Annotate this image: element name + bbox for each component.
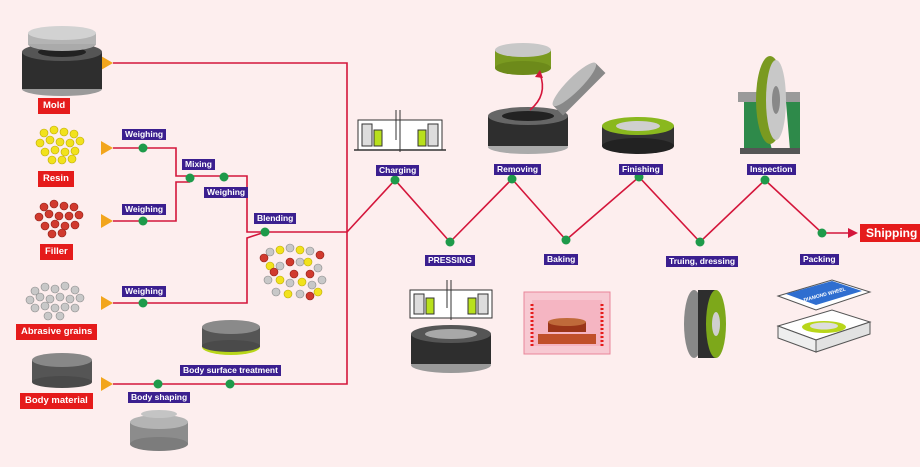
inspection-image (738, 56, 800, 154)
input-label-mold: Mold (38, 98, 71, 114)
step-label-finishing: Finishing (619, 164, 663, 175)
resin-image (35, 125, 85, 165)
input-label-filler: Filler (40, 244, 73, 260)
node-packing (817, 228, 827, 238)
node-mixing (185, 173, 195, 183)
node-weighing-resin (138, 143, 148, 153)
abrasive-line (113, 231, 266, 304)
resin-arrow (101, 141, 113, 155)
node-weighing-abrasive (138, 298, 148, 308)
input-label-body-material: Body material (20, 393, 93, 409)
step-label-blending: Blending (254, 213, 297, 224)
body-material-image (32, 353, 92, 388)
input-label-abrasive-grains: Abrasive grains (16, 324, 98, 340)
step-label-weighing-resin: Weighing (122, 129, 167, 140)
step-label-weighing-filler: Weighing (122, 204, 167, 215)
step-label-packing: Packing (800, 254, 839, 265)
step-label-baking: Baking (544, 254, 579, 265)
node-weighing-mix (219, 172, 229, 182)
input-label-resin: Resin (38, 171, 74, 187)
body-line (113, 232, 348, 385)
truing-image (684, 290, 726, 358)
step-label-pressing: PRESSING (425, 255, 475, 266)
baking-image (523, 291, 611, 355)
node-body-surface (225, 379, 235, 389)
node-truing (695, 237, 705, 247)
filler-image (34, 199, 84, 239)
node-baking (561, 235, 571, 245)
mold-line (113, 62, 348, 232)
input-arrows (101, 56, 113, 391)
node-pressing (445, 237, 455, 247)
node-charging (390, 175, 400, 185)
nodes (138, 143, 827, 389)
step-label-truing-dressing: Truing, dressing (666, 256, 739, 267)
abrasive-image (25, 281, 85, 321)
charging-image (354, 110, 446, 152)
mold-arrow (101, 56, 113, 70)
shipping-label: Shipping (860, 224, 920, 242)
pressing-image (409, 280, 493, 373)
mold-image (22, 26, 102, 96)
filler-arrow (101, 214, 113, 228)
body-arrow (101, 377, 113, 391)
shipping-arrowhead (848, 228, 858, 238)
step-label-weighing-abrasive: Weighing (122, 286, 167, 297)
packing-image: DIAMOND WHEEL (776, 279, 872, 353)
step-label-weighing-mix: Weighing (204, 187, 249, 198)
process-zigzag (346, 175, 848, 244)
removing-image (488, 43, 606, 154)
filler-line (113, 181, 190, 222)
node-removing (507, 174, 517, 184)
step-label-mixing: Mixing (182, 159, 215, 170)
abrasive-arrow (101, 296, 113, 310)
finishing-image (602, 117, 674, 154)
step-label-body-surface-treatment: Body surface treatment (180, 365, 281, 376)
step-label-removing: Removing (494, 164, 542, 175)
node-body-shaping (153, 379, 163, 389)
body-shaping-image (130, 410, 188, 451)
step-label-body-shaping: Body shaping (128, 392, 191, 403)
step-label-inspection: Inspection (747, 164, 796, 175)
blending-image (259, 243, 327, 301)
node-weighing-filler (138, 216, 148, 226)
body-surface-image (202, 320, 260, 355)
node-inspection (760, 175, 770, 185)
step-label-charging: Charging (376, 165, 420, 176)
node-blending (260, 227, 270, 237)
